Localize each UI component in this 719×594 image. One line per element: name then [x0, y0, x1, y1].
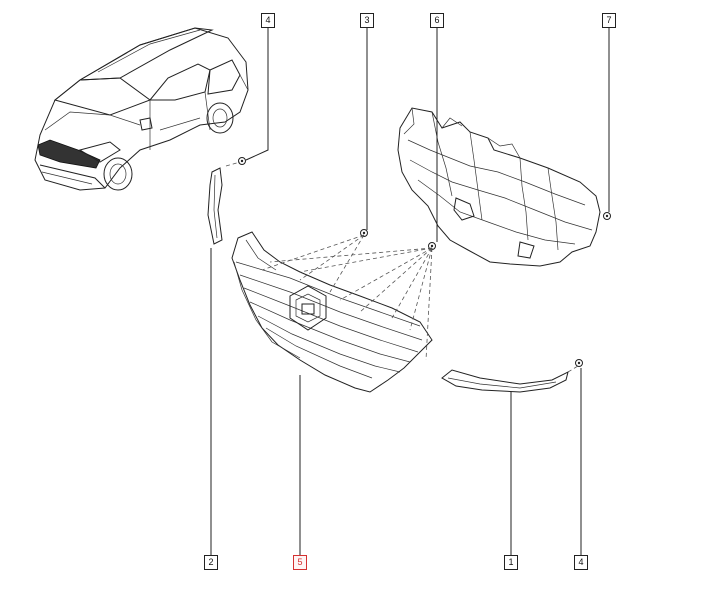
- assembly-lines: [225, 161, 579, 373]
- callout-3: 3: [360, 13, 374, 28]
- callout-6: 6: [430, 13, 444, 28]
- clip-3: [360, 229, 368, 237]
- clip-4-top: [238, 157, 246, 165]
- support-bracket: [397, 107, 601, 267]
- clip-7: [603, 212, 611, 220]
- part-5-front-grille: [231, 231, 433, 393]
- callout-4-top: 4: [261, 13, 275, 28]
- part-1-right-trim: [441, 369, 569, 393]
- callout-5: 5: [293, 555, 307, 570]
- callout-4-bottom: 4: [574, 555, 588, 570]
- callout-2: 2: [204, 555, 218, 570]
- clip-4-bottom: [575, 359, 583, 367]
- leader-lines: [210, 27, 610, 555]
- callout-1: 1: [504, 555, 518, 570]
- callout-7: 7: [602, 13, 616, 28]
- part-2-left-trim: [207, 167, 223, 245]
- car-illustration: [34, 27, 249, 191]
